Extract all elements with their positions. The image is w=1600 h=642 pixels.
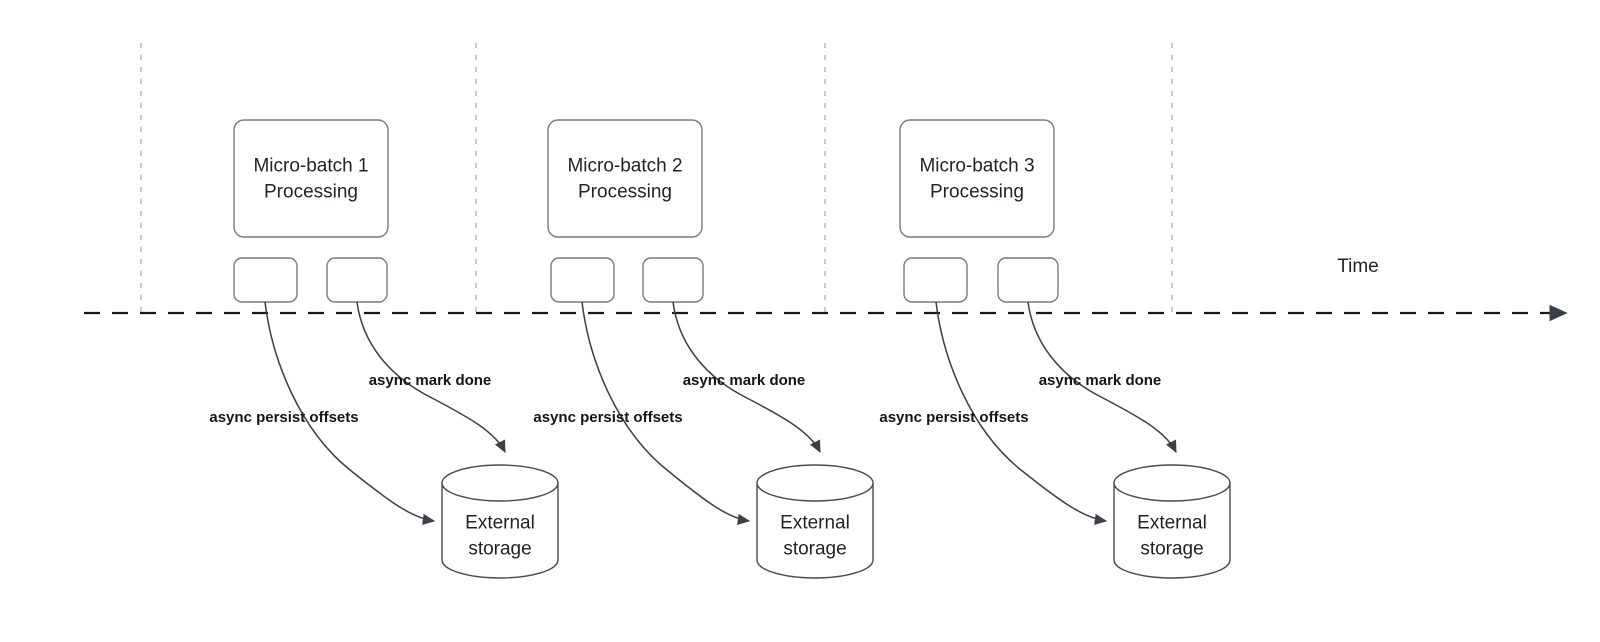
task-box-mark[interactable]: [642, 257, 704, 303]
task-box-persist[interactable]: [903, 257, 968, 303]
edge-async-persist-offsets: [581, 301, 751, 525]
cylinder-top: [756, 464, 874, 502]
cylinder-body: [756, 483, 874, 579]
edge-async-mark-done-label: async mark done: [369, 372, 492, 389]
external-storage-cylinder[interactable]: External storage: [756, 464, 874, 579]
external-storage-label-line1: External: [1137, 513, 1207, 534]
external-storage-label-line2: storage: [1140, 539, 1203, 560]
edge-async-mark-done: [672, 301, 821, 454]
external-storage-cylinder[interactable]: External storage: [441, 464, 559, 579]
edge-async-mark-done-label: async mark done: [1039, 372, 1162, 389]
time-axis: Time: [84, 256, 1568, 322]
external-storage-label-line2: storage: [468, 539, 531, 560]
task-box-persist[interactable]: [550, 257, 615, 303]
external-storage-label-line1: External: [780, 513, 850, 534]
cylinder-body: [1113, 483, 1231, 579]
cylinder-body: [441, 483, 559, 579]
micro-batch-label-line2: Processing: [264, 182, 358, 203]
micro-batch-box[interactable]: [233, 119, 389, 238]
external-storage-cylinder[interactable]: External storage: [1113, 464, 1231, 579]
edge-async-persist-offsets: [935, 301, 1108, 526]
task-box-persist[interactable]: [233, 257, 298, 303]
external-storage-label-line1: External: [465, 513, 535, 534]
micro-batch-box[interactable]: [899, 119, 1055, 238]
task-box-mark[interactable]: [326, 257, 388, 303]
time-axis-label: Time: [1337, 256, 1379, 277]
micro-batch-label-line1: Micro-batch 1: [253, 156, 368, 177]
edge-async-mark-done: [356, 301, 506, 454]
micro-batch-label-line2: Processing: [930, 182, 1024, 203]
cylinder-top: [441, 464, 559, 502]
micro-batch-label-line2: Processing: [578, 182, 672, 203]
cylinder-top: [1113, 464, 1231, 502]
edge-async-mark-done-label: async mark done: [683, 372, 806, 389]
edge-async-mark-done: [1027, 301, 1177, 454]
micro-batch-label-line1: Micro-batch 2: [567, 156, 682, 177]
micro-batch-label-line1: Micro-batch 3: [919, 156, 1034, 177]
edge-async-persist-offsets-label: async persist offsets: [879, 409, 1028, 426]
external-storage-label-line2: storage: [783, 539, 846, 560]
task-box-mark[interactable]: [997, 257, 1059, 303]
edge-async-persist-offsets-label: async persist offsets: [209, 409, 358, 426]
edge-async-persist-offsets-label: async persist offsets: [533, 409, 682, 426]
edge-async-persist-offsets: [264, 301, 436, 526]
batch-boundary-guides: [140, 43, 1173, 318]
micro-batch-box[interactable]: [547, 119, 703, 238]
